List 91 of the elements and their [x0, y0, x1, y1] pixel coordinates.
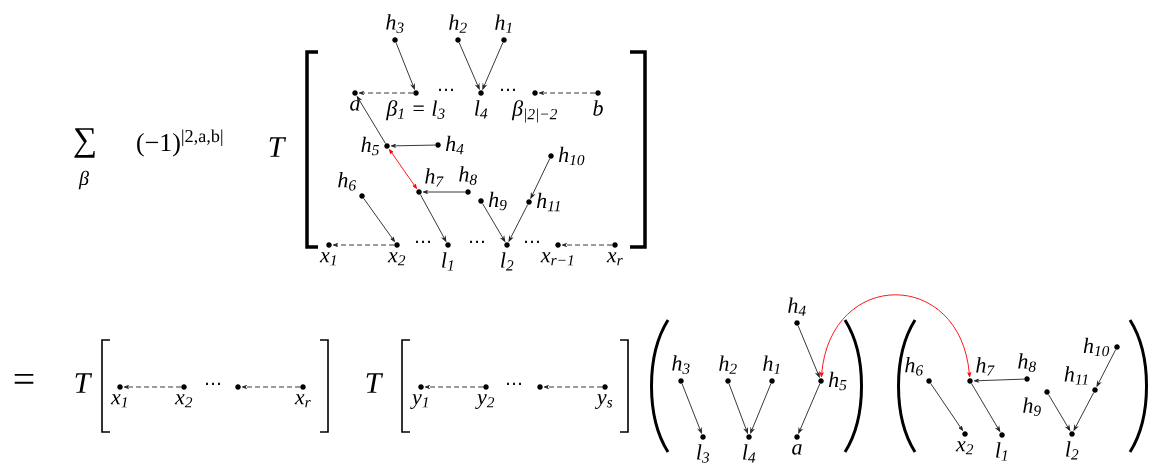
vertex-label: h$_{10}$	[558, 146, 585, 166]
vertex-label: l$_{1}$	[442, 252, 453, 271]
arrow	[750, 383, 772, 434]
arrow	[797, 325, 820, 378]
vertex-label: l$_{3}$	[697, 444, 710, 463]
vertex-label: h$_{7}$	[976, 357, 995, 376]
arrow	[728, 383, 748, 434]
arrow	[1048, 394, 1071, 431]
arrow	[930, 383, 964, 431]
vertex-label: l$_{2}$	[501, 252, 514, 271]
vertex-label: h$_{7}$	[425, 168, 444, 187]
summation-index: β	[78, 170, 89, 190]
arrow	[1096, 349, 1117, 387]
vertex-label: h$_{6}$	[338, 172, 356, 191]
vertex-label: y$_{1}$	[410, 394, 428, 409]
dashed-arrow	[424, 385, 484, 389]
arrow	[363, 197, 395, 242]
vertex-label: h$_{3}$	[386, 14, 404, 33]
dashed-arrow	[241, 385, 301, 389]
ellipsis: ⋯	[507, 382, 521, 385]
vertex-label: h$_{3}$	[672, 355, 690, 374]
vertex-label: x$_{1}$	[110, 394, 127, 408]
vertex-label: x$_{r}$	[606, 252, 623, 266]
dashed-arrow	[332, 243, 395, 247]
vertex-label: h$_{6}$	[905, 357, 923, 376]
vertex-label: h$_{4}$	[788, 297, 806, 316]
vertex-label: h$_{9}$	[1023, 397, 1041, 416]
vertex-label: h$_{2}$	[449, 14, 467, 33]
vertex-label: h$_{1}$	[495, 14, 512, 33]
sign-factor: (−1)$^{|2,a,b|}$	[137, 129, 223, 157]
vertex-label: h$_{4}$	[445, 135, 464, 155]
arrow	[530, 158, 551, 199]
arrow	[458, 42, 480, 90]
vertex-label: b	[593, 100, 603, 116]
vertex-label: y$_{2}$	[475, 394, 495, 409]
curved-arrow	[819, 294, 972, 378]
vertex-label: x$_{2}$	[955, 441, 974, 455]
operator-symbol: T	[366, 373, 384, 393]
arrow	[681, 383, 702, 434]
operator-symbol: T	[75, 373, 93, 393]
dashed-arrow	[123, 385, 182, 389]
vertex-label: h$_{5}$	[361, 136, 379, 156]
arrow	[395, 42, 415, 90]
equals-sign: =	[14, 373, 34, 384]
vertex-label: a	[792, 444, 802, 455]
vertex-label: h$_{9}$	[488, 191, 507, 211]
arrow	[508, 204, 529, 242]
sum-symbol: ∑	[74, 128, 95, 158]
vertex-label: x$_{r}$	[294, 394, 311, 408]
arrow	[356, 96, 386, 144]
arrow	[973, 378, 1025, 383]
vertex-label: l$_{2}$	[1066, 441, 1079, 460]
vertex-label: h$_{8}$	[459, 166, 477, 185]
vertex-label: h$_{8}$	[1018, 353, 1036, 372]
vertex-label: x$_{1}$	[319, 252, 336, 266]
arrow	[1073, 392, 1095, 431]
ellipsis: ⋯	[525, 240, 539, 243]
vertex-label: x$_{r−1}$	[540, 252, 574, 266]
vertex-label: h$_{2}$	[719, 355, 737, 374]
vertex-label: l$_{1}$	[996, 442, 1007, 461]
vertex-label: β$_{1}$ = l$_{3}$	[386, 100, 445, 121]
vertex-label: x$_{2}$	[387, 252, 406, 266]
arrow	[482, 42, 504, 90]
ellipsis: ⋯	[470, 240, 484, 243]
dashed-arrow	[358, 91, 414, 95]
vertex-label: h$_{11}$	[1064, 366, 1088, 385]
vertex-label: h$_{5}$	[828, 371, 847, 391]
arrow	[422, 190, 466, 194]
ellipsis: ⋯	[206, 382, 220, 385]
arrow	[798, 383, 821, 434]
dashed-arrow	[561, 243, 613, 247]
arrow	[390, 143, 436, 148]
vertex-label: l$_{4}$	[475, 100, 488, 119]
vertex-label: β$_{|2|−2}$	[511, 100, 558, 123]
vertex-label: l$_{4}$	[743, 444, 756, 463]
arrow	[419, 194, 447, 242]
vertex-label: x$_{2}$	[174, 394, 193, 408]
dashed-arrow	[538, 91, 596, 95]
dashed-arrow	[543, 385, 603, 389]
vertex-label: h$_{10}$	[1083, 337, 1110, 357]
ellipsis: ⋯	[416, 240, 430, 243]
operator-symbol: T	[269, 137, 287, 157]
ellipsis: ⋯	[501, 88, 515, 91]
arrow	[971, 383, 1001, 432]
vertex-label: h$_{1}$	[763, 355, 780, 374]
vertex-label: a	[350, 100, 360, 111]
vertex-label: h$_{11}$	[536, 192, 560, 212]
vertex-label: y$_{s}$	[595, 394, 613, 409]
arrow	[389, 149, 417, 189]
ellipsis: ⋯	[439, 88, 453, 91]
arrow	[482, 203, 506, 242]
